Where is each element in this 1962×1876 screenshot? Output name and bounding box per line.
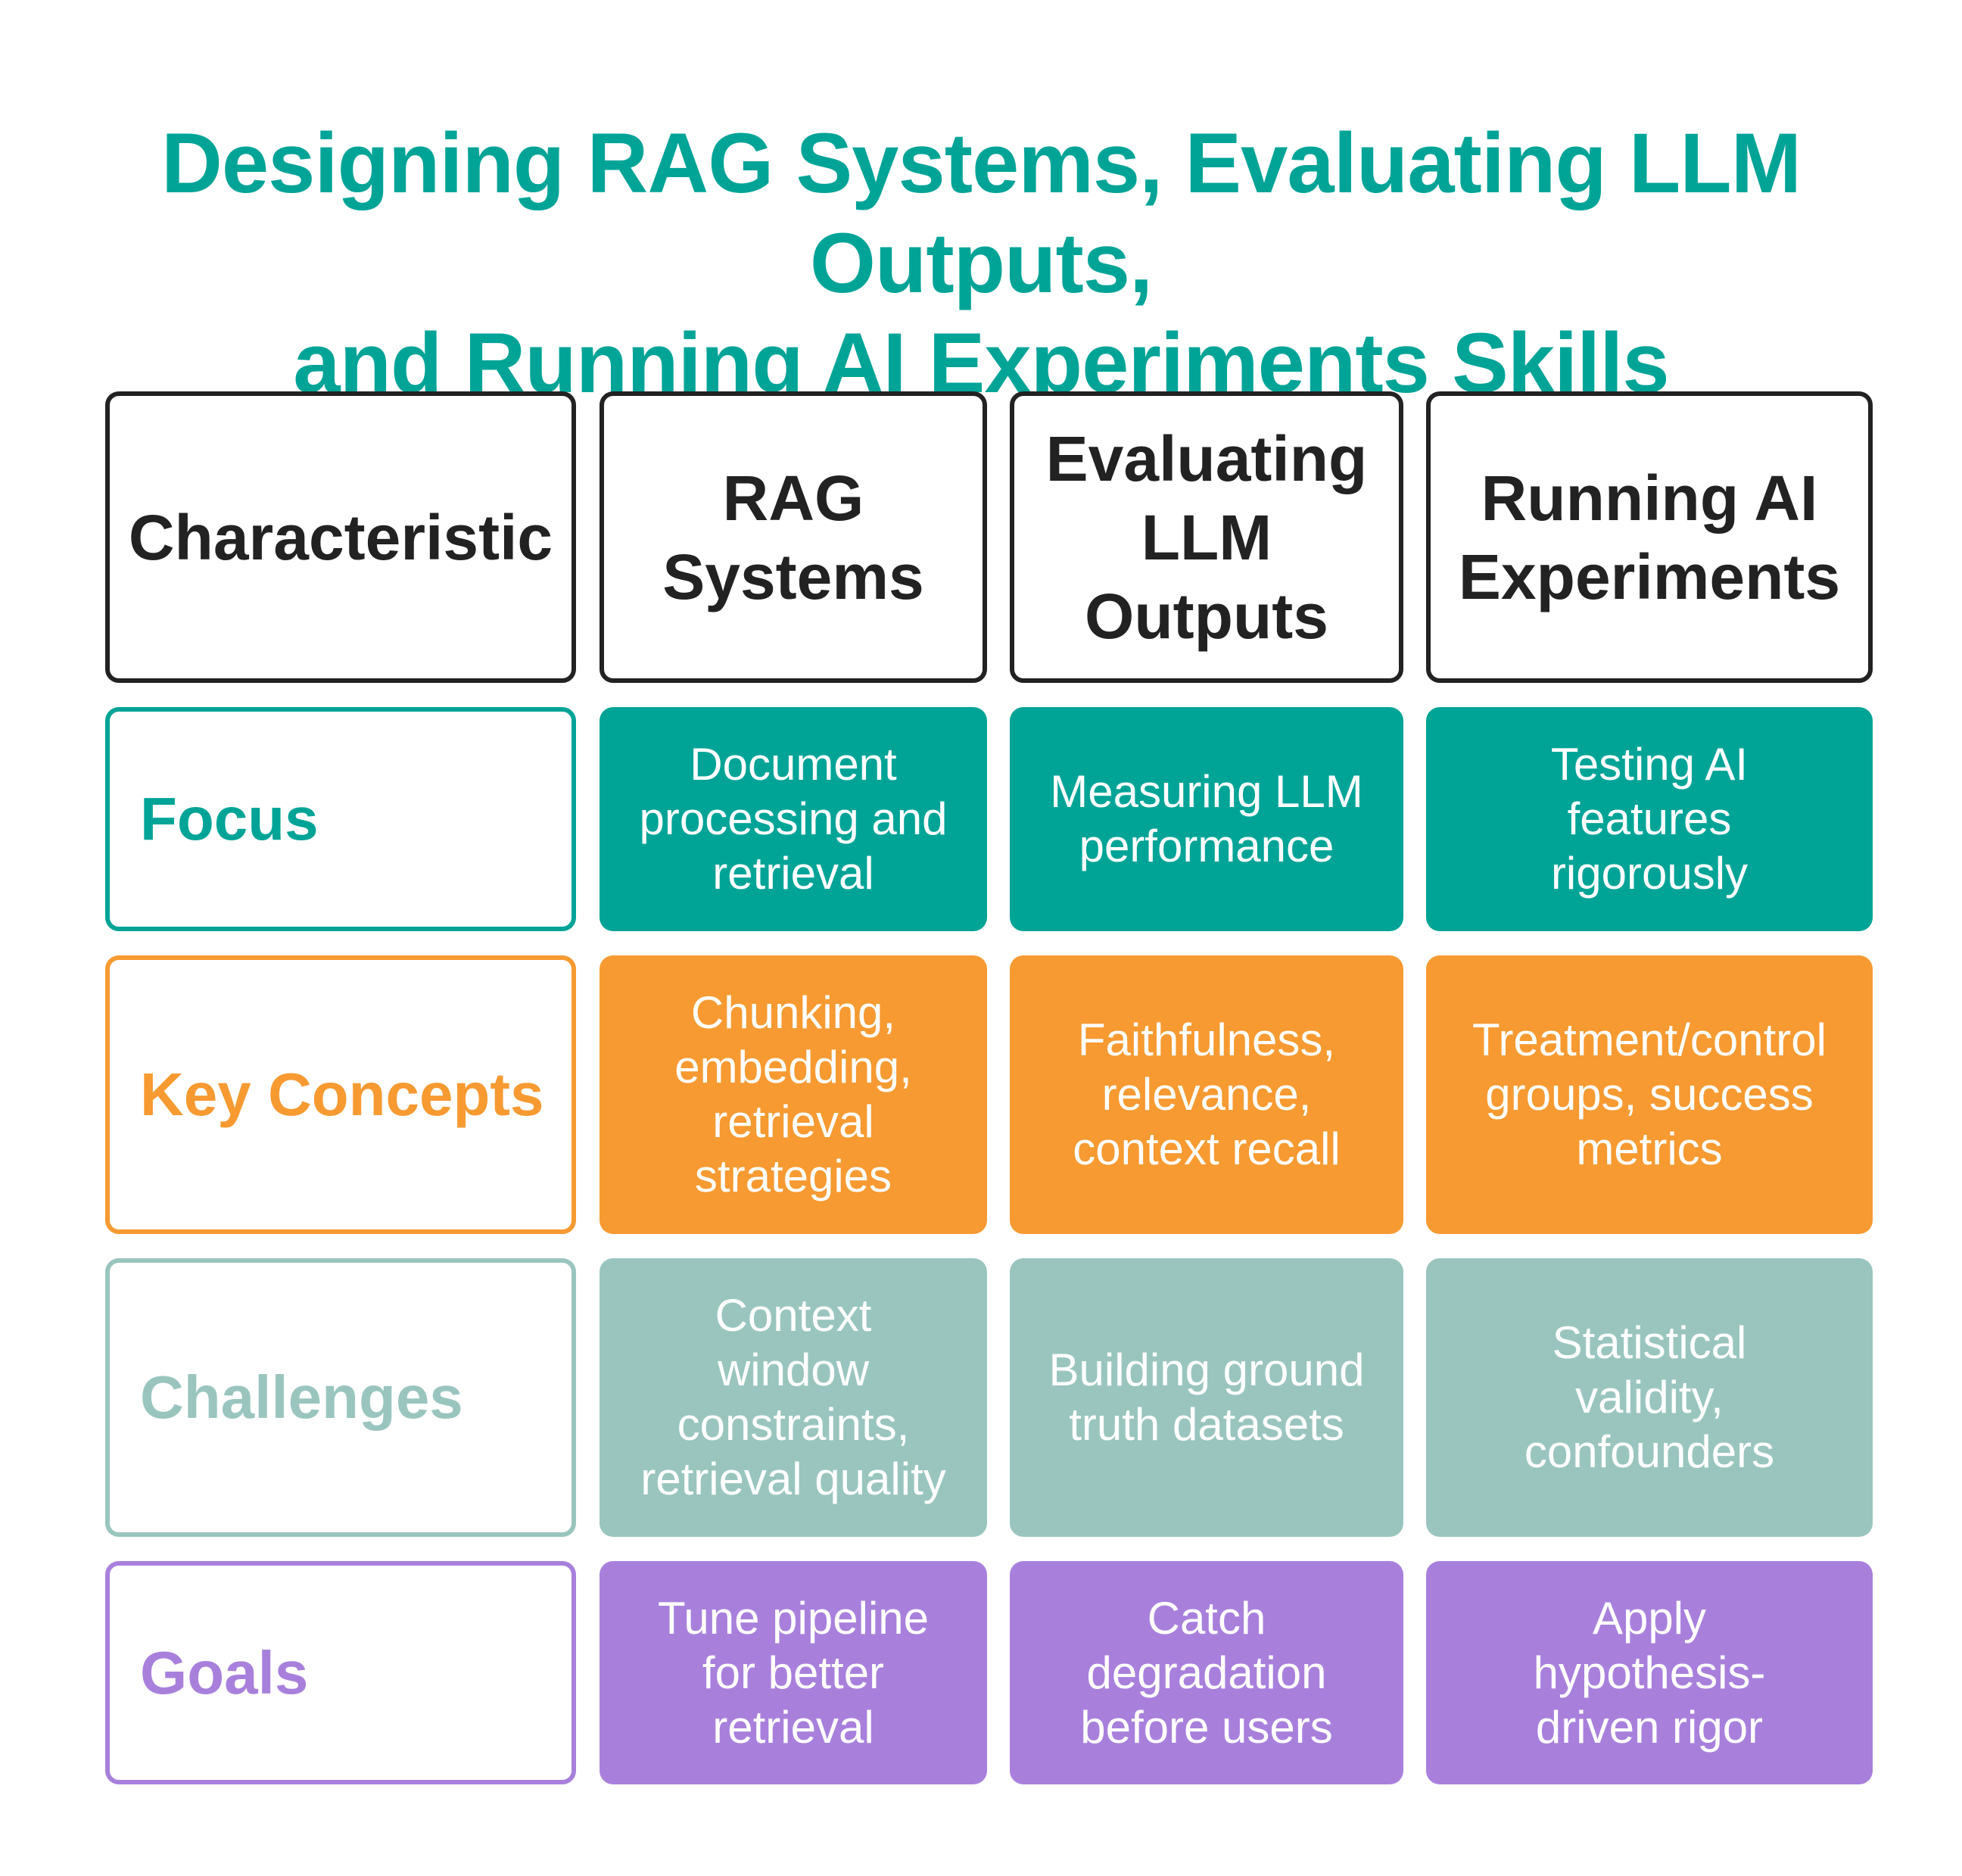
row-label-key-concepts: Key Concepts [105,955,576,1234]
row-label: Challenges [140,1363,463,1431]
cell-challenges-rag: Context window constraints, retrieval qu… [600,1258,987,1537]
title-line-1: Designing RAG Systems, Evaluating LLM Ou… [160,116,1802,310]
cell-challenges-eval: Building ground truth datasets [1010,1258,1403,1537]
cell-text: Chunking, embedding, retrieval strategie… [674,987,912,1201]
cell-text: Treatment/control groups, success metric… [1472,1014,1827,1174]
row-label: Focus [140,785,319,852]
row-label-goals: Goals [105,1561,576,1784]
cell-text: Building ground truth datasets [1048,1345,1365,1450]
header-label: Characteristic [128,501,553,573]
page-title: Designing RAG Systems, Evaluating LLM Ou… [0,114,1962,413]
cell-text: Tune pipeline for better retrieval [657,1592,930,1753]
cell-concepts-experiments: Treatment/control groups, success metric… [1426,955,1873,1234]
cell-focus-rag: Document processing and retrieval [600,707,987,931]
cell-goals-rag: Tune pipeline for better retrieval [600,1561,987,1784]
row-label: Key Concepts [140,1061,544,1128]
cell-text: Apply hypothesis- driven rigor [1533,1592,1766,1753]
cell-goals-experiments: Apply hypothesis- driven rigor [1426,1561,1873,1784]
cell-text: Faithfulness, relevance, context recall [1073,1014,1341,1174]
header-label: Evaluating LLM Outputs [1045,422,1368,652]
cell-goals-eval: Catch degradation before users [1010,1561,1403,1784]
row-label-challenges: Challenges [105,1258,576,1537]
cell-concepts-rag: Chunking, embedding, retrieval strategie… [600,955,987,1234]
row-label-focus: Focus [105,707,576,931]
cell-focus-eval: Measuring LLM performance [1010,707,1403,931]
cell-concepts-eval: Faithfulness, relevance, context recall [1010,955,1403,1234]
row-label: Goals [140,1638,309,1706]
cell-text: Document processing and retrieval [639,739,948,899]
cell-text: Context window constraints, retrieval qu… [640,1290,946,1504]
cell-text: Measuring LLM performance [1050,766,1363,871]
header-rag-systems: RAG Systems [600,391,987,683]
header-label: Running AI Experiments [1458,462,1841,612]
cell-text: Testing AI features rigorously [1550,739,1749,899]
header-running-ai-experiments: Running AI Experiments [1426,391,1873,683]
cell-focus-experiments: Testing AI features rigorously [1426,707,1873,931]
header-evaluating-llm-outputs: Evaluating LLM Outputs [1010,391,1403,683]
cell-text: Statistical validity, confounders [1524,1317,1775,1477]
header-label: RAG Systems [662,462,924,612]
header-characteristic: Characteristic [105,391,576,683]
cell-text: Catch degradation before users [1080,1592,1333,1753]
cell-challenges-experiments: Statistical validity, confounders [1426,1258,1873,1537]
